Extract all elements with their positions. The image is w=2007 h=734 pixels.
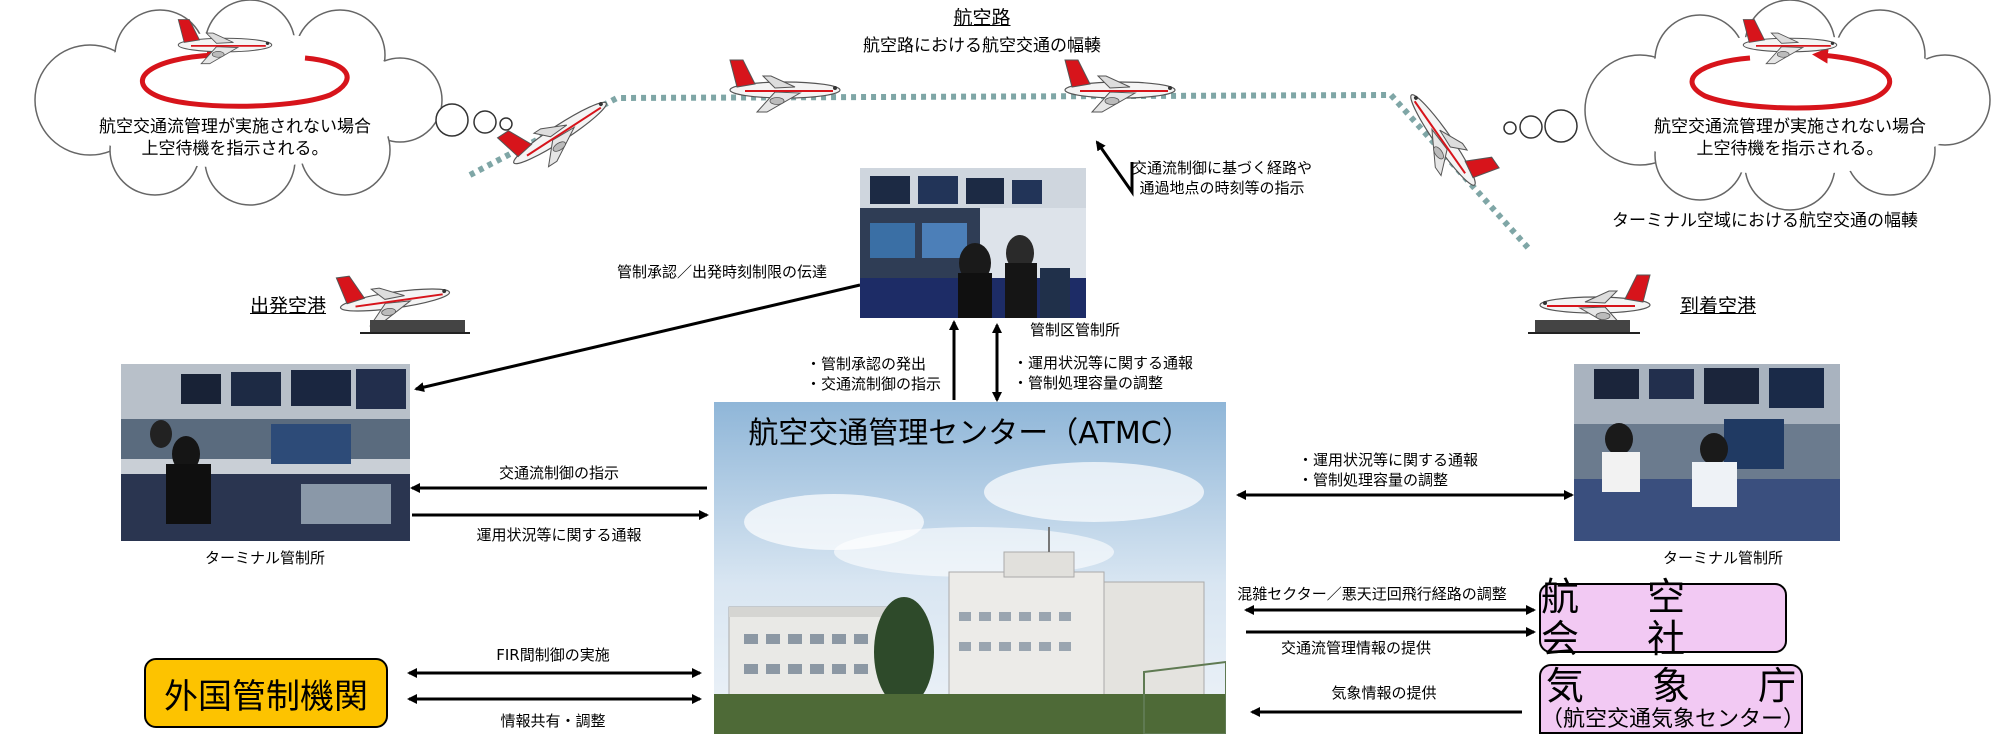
right-cloud-line-1: 航空交通流管理が実施されない場合: [1654, 117, 1926, 137]
departure-plane-icon: [335, 261, 470, 334]
right-cloud: [1503, 0, 1991, 211]
foreign-control-box: 外国管制機関: [144, 658, 388, 728]
area-control-caption: 管制区管制所: [1029, 321, 1121, 339]
left-cloud-line-1: 航空交通流管理が実施されない場合: [99, 117, 371, 137]
airway-subtitle: 航空路における航空交通の幅輳: [863, 36, 1101, 56]
jma-label: 気象情報の提供: [1331, 684, 1437, 702]
area-control-photo: [860, 168, 1086, 318]
arrival-plane-icon: [1528, 274, 1651, 334]
atmc-down-label-2: ・管制処理容量の調整: [1013, 374, 1164, 392]
terminal-left-in-label: 運用状況等に関する通報: [476, 526, 642, 544]
terminal-left-out-label: 交通流制御の指示: [498, 464, 620, 482]
departure-airport-label: 出発空港: [250, 295, 327, 317]
descending-plane-icon: [1392, 76, 1501, 199]
route-instruction-line-2: 通過地点の時刻等の指示: [1139, 179, 1305, 197]
atmc-up-label-1: ・管制承認の発出: [806, 355, 927, 373]
enroute-plane-1-icon: [729, 59, 841, 113]
right-cloud-text: 航空交通流管理が実施されない場合 上空待機を指示される。: [1654, 116, 1926, 160]
atmc-building-photo: [714, 402, 1226, 734]
jma-box: 気 象 庁 （航空交通気象センター）: [1539, 664, 1806, 734]
foreign-control-name: 外国管制機関: [164, 676, 368, 717]
left-cloud-line-2: 上空待機を指示される。: [141, 139, 329, 159]
enroute-plane-2-icon: [1064, 59, 1176, 113]
atmc-down-label-1: ・運用状況等に関する通報: [1013, 354, 1194, 372]
route-instruction-arrow: [1095, 140, 1134, 197]
route-instruction-label: 交通流制御に基づく経路や 通過地点の時刻等の指示: [1132, 158, 1312, 198]
jma-name: 気 象 庁: [1545, 664, 1825, 708]
terminal-left-photo: [121, 364, 410, 541]
arrival-airport-label: 到着空港: [1680, 295, 1757, 317]
terminal-right-photo: [1574, 364, 1840, 541]
atmc-up-label-2: ・交通流制御の指示: [806, 375, 942, 393]
terminal-right-labels: ・運用状況等に関する通報 ・管制処理容量の調整: [1298, 450, 1478, 490]
left-cloud: [34, 0, 513, 206]
holding-ring-right-icon: [1689, 47, 1892, 111]
terminal-right-caption: ターミナル管制所: [1662, 549, 1784, 567]
airway-title: 航空路: [953, 7, 1011, 29]
terminal-right-label-1: ・運用状況等に関する通報: [1298, 451, 1479, 469]
terminal-congestion-label: ターミナル空域における航空交通の幅輳: [1612, 211, 1918, 231]
clearance-relay-label: 管制承認／出発時刻制限の伝達: [616, 263, 828, 281]
airline-coord-label: 混雑セクター／悪天迂回飛行経路の調整: [1237, 585, 1507, 603]
left-cloud-text: 航空交通流管理が実施されない場合 上空待機を指示される。: [99, 116, 371, 160]
atmc-up-labels: ・管制承認の発出 ・交通流制御の指示: [806, 354, 941, 394]
airline-name: 航 空 会 社: [1541, 575, 1714, 661]
terminal-right-label-2: ・管制処理容量の調整: [1298, 471, 1449, 489]
clearance-relay-arrow: [414, 283, 861, 393]
climbing-plane-icon: [496, 76, 620, 183]
right-cloud-line-2: 上空待機を指示される。: [1696, 139, 1884, 159]
foreign-fir-label: FIR間制御の実施: [496, 646, 610, 664]
airline-info-label: 交通流管理情報の提供: [1280, 639, 1432, 657]
atmc-down-labels: ・運用状況等に関する通報 ・管制処理容量の調整: [1013, 353, 1193, 393]
jma-subname: （航空交通気象センター）: [1541, 707, 1806, 732]
terminal-left-caption: ターミナル管制所: [204, 549, 326, 567]
foreign-share-label: 情報共有・調整: [500, 712, 606, 730]
holding-ring-left-icon: [140, 47, 350, 109]
route-instruction-line-1: 交通流制御に基づく経路や: [1131, 159, 1313, 177]
atmc-title: 航空交通管理センター（ATMC）: [748, 416, 1192, 451]
airline-box: 航 空 会 社: [1539, 576, 1787, 660]
